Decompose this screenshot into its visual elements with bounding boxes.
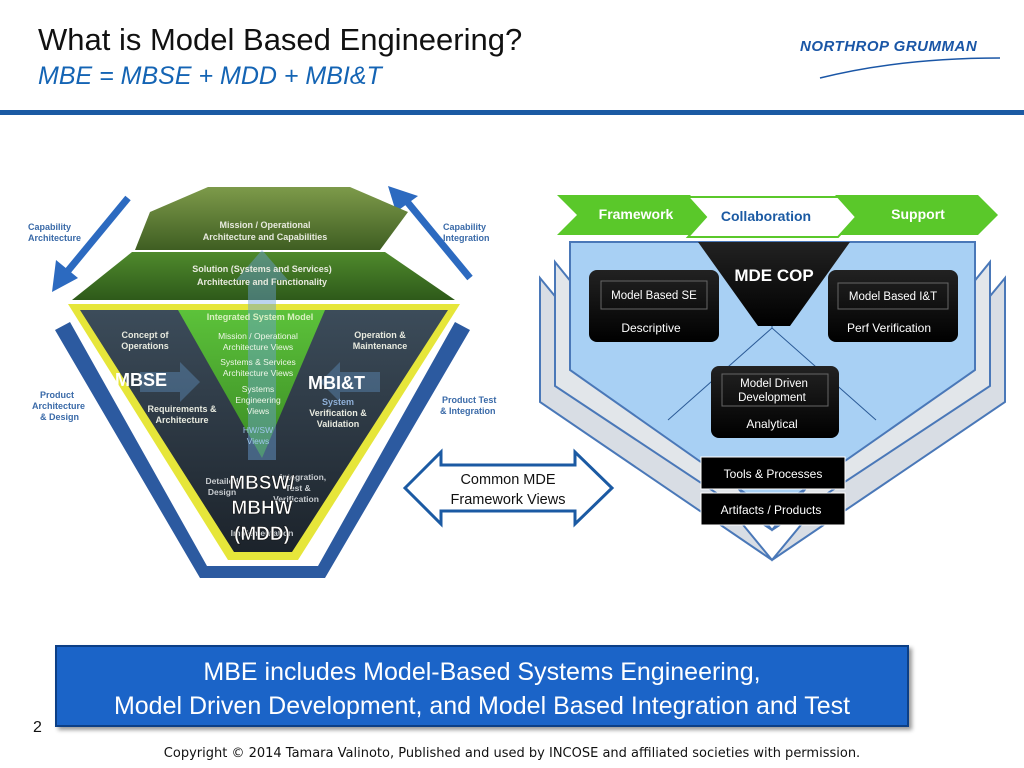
left-v-diagram: Capability Architecture Capability Integ… [28, 186, 496, 578]
integrated-model-triangle [178, 310, 325, 458]
label-capability-architecture-1: Capability [28, 222, 71, 232]
box-artifacts-label: Artifacts / Products [721, 503, 822, 517]
solution-layer [72, 252, 455, 300]
common-mde-label-1: Common MDE [460, 472, 555, 488]
box-mbit-title: Model Based I&T [849, 291, 937, 303]
verification-label-3: Validation [317, 419, 360, 429]
label-capability-integration-2: Integration [443, 233, 490, 243]
detailed-label-2: Design [208, 487, 236, 497]
right-arrow-head [388, 186, 418, 212]
page-number: 2 [33, 719, 42, 736]
verification-label-2: Verification & [309, 408, 367, 418]
center-view-6: Engineering [235, 395, 281, 405]
box-tools-label: Tools & Processes [724, 467, 823, 481]
faded-up-arrow [236, 250, 288, 460]
chevron-collaboration-label: Collaboration [721, 208, 811, 224]
box-mbse-title: Model Based SE [611, 290, 697, 302]
chevron-framework-label: Framework [599, 206, 674, 222]
page-subtitle: MBE = MBSE + MDD + MBI&T [38, 62, 382, 90]
concept-label-1: Concept of [122, 330, 170, 340]
page-title: What is Model Based Engineering? [38, 22, 523, 57]
detailed-label-1: Detailed [205, 476, 238, 486]
box-model-based-it [828, 270, 958, 342]
left-arrow-head [52, 260, 78, 292]
operation-label-2: Maintenance [353, 341, 408, 351]
left-up-arrow [59, 195, 131, 281]
integration-test-label-3: Verification [273, 494, 319, 504]
solution-label-2: Architecture and Functionality [197, 277, 327, 287]
concept-label-2: Operations [121, 341, 169, 351]
center-view-3: Systems & Services [220, 357, 296, 367]
callout-line-1: MBE includes Model-Based Systems Enginee… [203, 658, 761, 686]
center-view-9: Views [247, 436, 270, 446]
verification-label-1: System [322, 397, 354, 407]
box-mdd-title-1: Model Driven [740, 378, 808, 390]
label-product-test-1: Product Test [442, 395, 496, 405]
center-view-4: Architecture Views [223, 368, 293, 378]
box-mbit-sub: Perf Verification [847, 321, 931, 335]
label-capability-integration-1: Capability [443, 222, 486, 232]
right-framework-diagram: Framework Collaboration Support MDE COP … [539, 195, 1006, 562]
implementation-label: Implementation [231, 528, 294, 538]
label-product-architecture-2: Architecture [32, 401, 85, 411]
right-up-arrow [401, 195, 473, 281]
mission-label-1: Mission / Operational [219, 220, 310, 230]
center-view-5: Systems [242, 384, 275, 394]
integration-test-label-2: Test & [285, 483, 310, 493]
common-mde-double-arrow: Common MDE Framework Views [402, 448, 615, 528]
box-model-based-se [589, 270, 719, 342]
label-product-test-2: & Integration [440, 406, 496, 416]
label-product-architecture-1: Product [40, 390, 74, 400]
box-tools-processes [700, 456, 846, 490]
requirements-label-2: Architecture [155, 415, 208, 425]
integration-test-label-1: Integration, [280, 472, 326, 482]
center-view-2: Architecture Views [223, 342, 293, 352]
callout-line-2: Model Driven Development, and Model Base… [113, 692, 851, 720]
center-view-7: Views [247, 406, 270, 416]
common-mde-label-2: Framework Views [451, 492, 566, 508]
box-mdd-title-2: Development [738, 392, 807, 404]
box-artifacts-products [700, 492, 846, 526]
summary-callout: MBE includes Model-Based Systems Enginee… [55, 645, 909, 727]
requirements-label-1: Requirements & [147, 404, 217, 414]
solution-label-1: Solution (Systems and Services) [192, 264, 332, 274]
header-divider [0, 110, 1024, 115]
overlay-mbit: MBI&T [308, 373, 365, 393]
operation-label-1: Operation & [354, 330, 406, 340]
mission-label-2: Architecture and Capabilities [203, 232, 328, 242]
mde-cop-funnel [698, 242, 850, 326]
northrop-grumman-logo: NORTHROP GRUMMAN [800, 38, 978, 55]
label-capability-architecture-2: Architecture [28, 233, 81, 243]
integrated-model-label: Integrated System Model [207, 312, 314, 322]
chevron-framework [557, 195, 710, 235]
overlay-mdd-2: MBHW [231, 498, 292, 519]
box-mbse-sub: Descriptive [621, 321, 681, 335]
chevron-support-label: Support [891, 206, 945, 222]
chevron-support [835, 195, 998, 235]
overlay-mbse: MBSE [115, 370, 167, 390]
overlay-mdd-1: MBSW/ [229, 473, 295, 494]
mde-cop-label: MDE COP [734, 266, 813, 285]
label-product-architecture-3: & Design [40, 412, 79, 422]
center-view-8: HW/SW [243, 425, 273, 435]
copyright-notice: Copyright © 2014 Tamara Valinoto, Publis… [163, 746, 861, 761]
outer-v-frame [55, 322, 470, 578]
mission-layer [135, 187, 408, 250]
chevron-collaboration [685, 196, 858, 238]
faded-arrow-left [140, 362, 200, 402]
box-model-driven-development [711, 366, 839, 438]
faded-arrow-right [320, 362, 380, 402]
overlay-mdd-3: (MDD) [234, 524, 290, 545]
logo-swoosh [819, 57, 1001, 79]
center-view-1: Mission / Operational [218, 331, 298, 341]
box-mdd-sub: Analytical [746, 417, 797, 431]
